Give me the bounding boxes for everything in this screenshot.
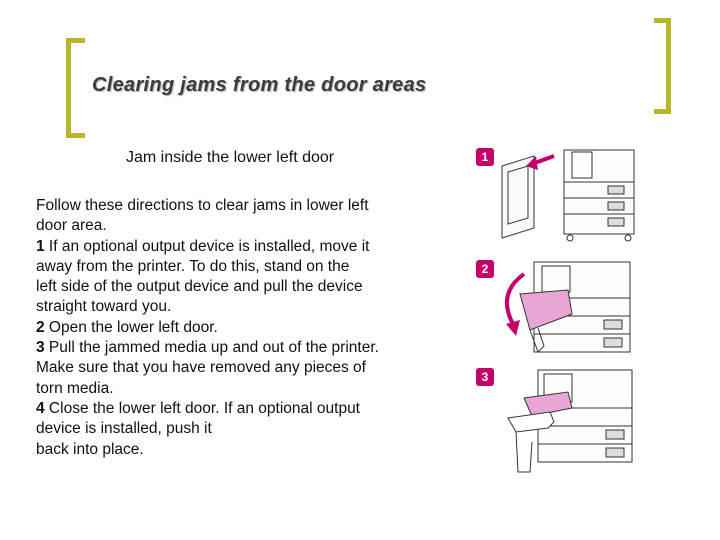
step-2-line: 2 Open the lower left door. <box>36 318 456 338</box>
step-number: 1 <box>36 237 45 255</box>
step-text: If an optional output device is installe… <box>44 237 370 255</box>
section-subtitle: Jam inside the lower left door <box>126 149 335 166</box>
step-number: 2 <box>36 318 45 336</box>
figure-step-3: 3 <box>472 362 640 480</box>
instruction-line: back into place. <box>36 440 144 458</box>
step-3-line: 3 Pull the jammed media up and out of th… <box>36 338 456 358</box>
open-door-arrow-icon <box>505 272 526 327</box>
step-number: 4 <box>36 399 45 417</box>
figure-step-1: 1 <box>472 142 640 250</box>
open-door-shape <box>519 289 573 331</box>
instruction-line: door area. <box>36 217 107 235</box>
step-text: Close the lower left door. If an optiona… <box>44 399 360 417</box>
printer-open-lower-left-door-illustration <box>505 261 631 353</box>
step-text: Pull the jammed media up and out of the … <box>44 339 379 357</box>
step-4-line: 4 Close the lower left door. If an optio… <box>36 399 456 419</box>
step-number: 3 <box>36 339 45 357</box>
left-bracket-decoration <box>66 38 85 138</box>
instructions-text: Follow these directions to clear jams in… <box>36 196 456 460</box>
instruction-line: device is installed, push it <box>36 420 212 438</box>
step-badge: 2 <box>476 260 494 278</box>
jammed-media-shape <box>523 391 573 417</box>
step-badge: 1 <box>476 148 494 166</box>
printer-move-output-device-illustration <box>501 149 635 242</box>
instruction-line: Make sure that you have removed any piec… <box>36 359 366 377</box>
hand-icon <box>507 411 555 433</box>
step-1-line: 1 If an optional output device is instal… <box>36 237 456 257</box>
step-badge: 3 <box>476 368 494 386</box>
slide-title: Clearing jams from the door areas <box>92 74 427 96</box>
right-bracket-decoration <box>654 18 671 114</box>
printer-remove-jammed-media-illustration <box>507 369 633 473</box>
instruction-line: torn media. <box>36 379 114 397</box>
step-text: Open the lower left door. <box>44 318 218 336</box>
instruction-line: left side of the output device and pull … <box>36 278 363 296</box>
figure-step-2: 2 <box>472 254 640 362</box>
instruction-line: away from the printer. To do this, stand… <box>36 257 350 275</box>
instruction-line: Follow these directions to clear jams in… <box>36 197 369 214</box>
instruction-line: straight toward you. <box>36 298 172 316</box>
